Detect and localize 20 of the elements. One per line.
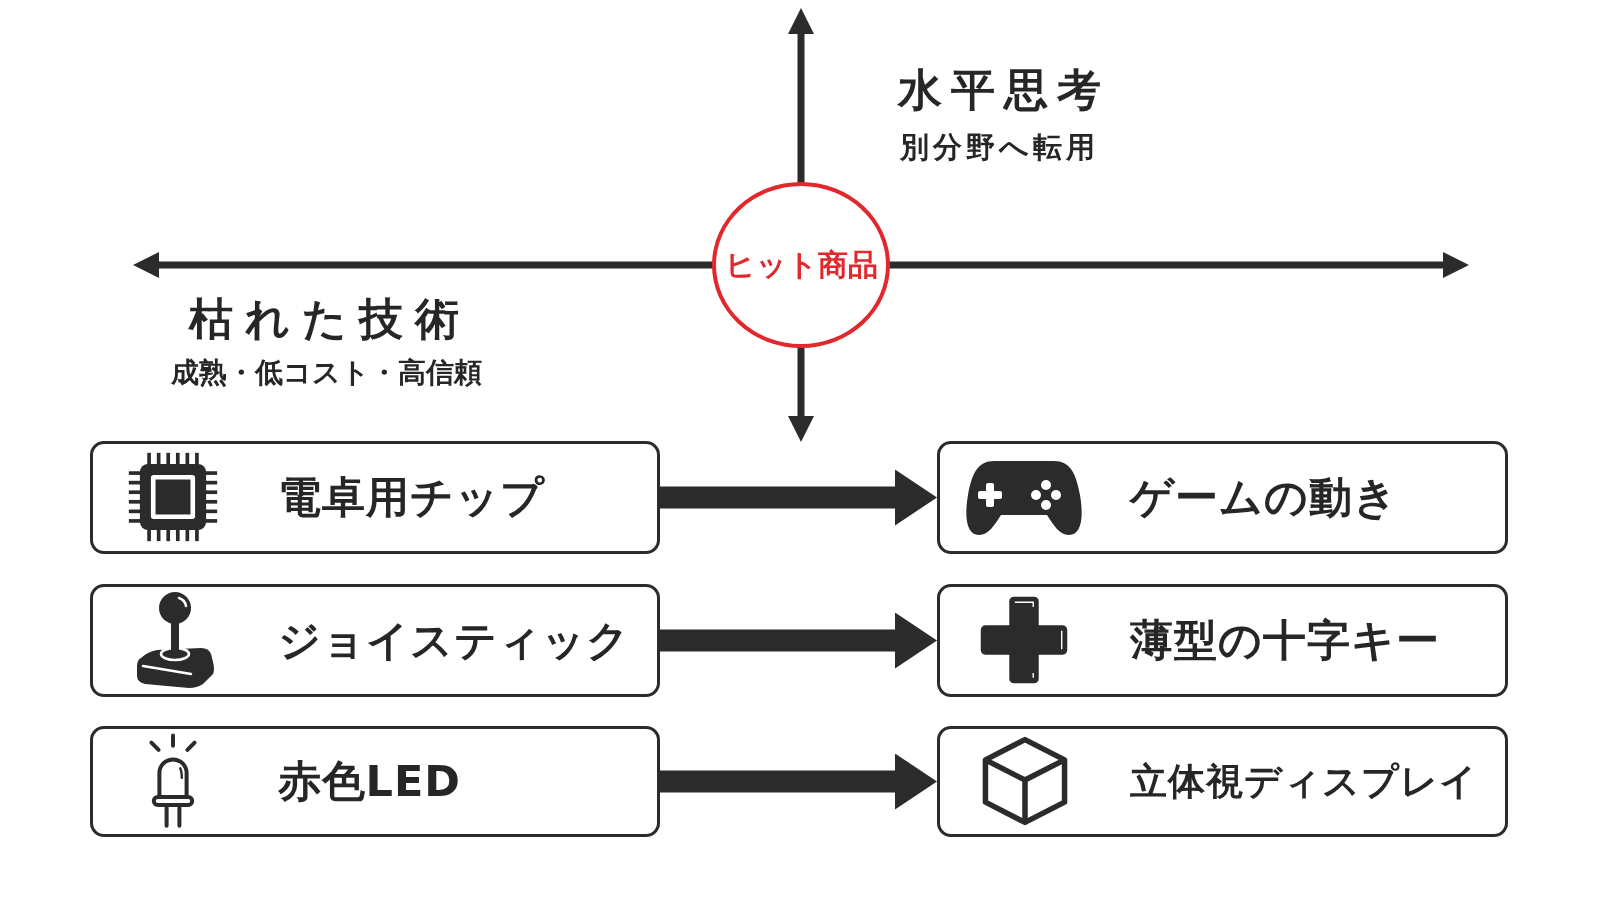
arrow [660, 469, 937, 526]
quadrant-subheading: 成熟・低コスト・高信頼 [171, 358, 482, 389]
process-box [937, 584, 1508, 697]
quadrant-heading: 水平思考 [898, 65, 1110, 114]
process-box [937, 441, 1508, 554]
quadrant-subheading: 別分野へ転用 [900, 131, 1099, 164]
quadrant-heading: 枯れた技術 [189, 294, 471, 343]
box-label: ゲームの動き [1129, 473, 1398, 522]
box-label: 薄型の十字キー [1129, 616, 1440, 665]
box-label: 立体視ディスプレイ [1129, 761, 1478, 802]
hub-circle: ヒット商品 [712, 182, 890, 348]
process-box [90, 726, 660, 837]
box-label: 電卓用チップ [277, 473, 545, 522]
process-box [937, 726, 1508, 837]
box-label: ジョイスティック [277, 617, 630, 664]
process-box [90, 441, 660, 554]
arrow [660, 753, 937, 810]
box-label: 赤色LED [277, 757, 461, 806]
process-box [90, 584, 660, 697]
arrow [660, 612, 937, 669]
